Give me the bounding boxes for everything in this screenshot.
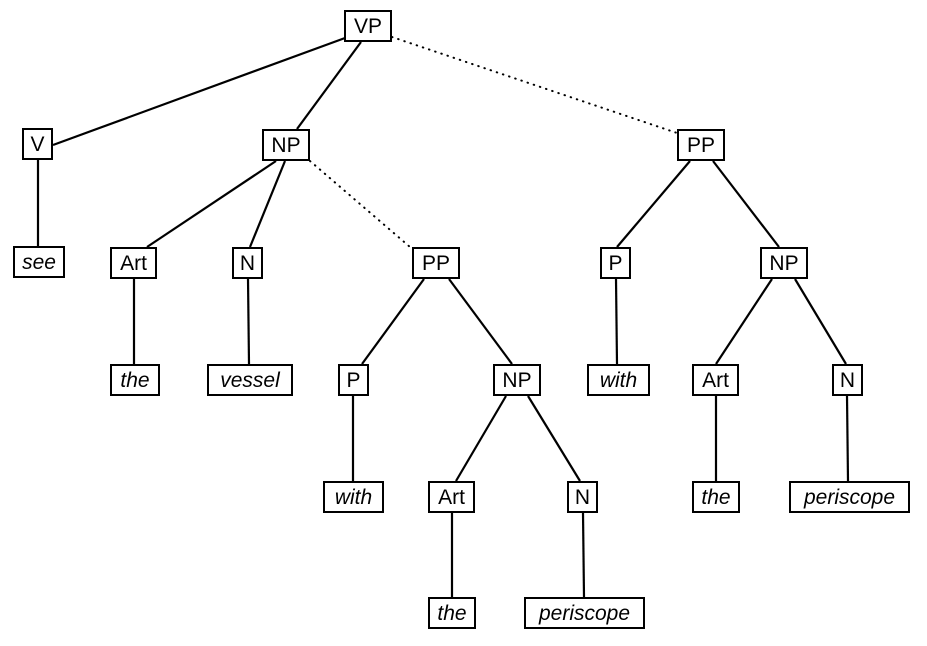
- tree-edge-np1-to-art1: [146, 160, 277, 248]
- tree-node-label: NP: [769, 251, 799, 275]
- tree-node-art1: Art: [110, 247, 157, 279]
- tree-edge-pp_right-to-p_right: [616, 160, 691, 248]
- tree-node-label: P: [346, 368, 361, 392]
- tree-edge-np_right-to-n_right: [794, 278, 847, 365]
- tree-edge-np_mid-to-art_mid: [455, 395, 507, 482]
- tree-node-n_mid: N: [567, 481, 598, 513]
- tree-node-the_mid: the: [428, 597, 476, 629]
- tree-edge-pp_right-to-np_right: [712, 160, 780, 248]
- tree-node-label: N: [239, 251, 256, 275]
- tree-edge-pp_mid-to-p_mid: [361, 278, 425, 365]
- tree-node-label: VP: [353, 14, 382, 38]
- tree-node-label: NP: [271, 133, 301, 157]
- tree-node-label: PP: [686, 133, 715, 157]
- tree-node-label: see: [22, 250, 56, 274]
- tree-node-label: PP: [421, 251, 450, 275]
- tree-edge-n_right-to-peri_right: [845, 395, 850, 482]
- tree-node-peri_mid: periscope: [524, 597, 645, 629]
- tree-edge-vp-to-pp_right: [391, 36, 678, 134]
- tree-node-np_mid: NP: [493, 364, 541, 396]
- tree-node-p_mid: P: [338, 364, 369, 396]
- tree-node-label: Art: [702, 368, 729, 392]
- tree-edge-np_mid-to-n_mid: [527, 395, 581, 482]
- tree-edge-n_mid-to-peri_mid: [581, 512, 586, 598]
- tree-node-n_right: N: [832, 364, 863, 396]
- tree-node-label: periscope: [538, 601, 631, 625]
- tree-edge-np1-to-pp_mid: [309, 160, 411, 248]
- tree-node-peri_right: periscope: [789, 481, 910, 513]
- tree-node-label: V: [30, 132, 45, 156]
- tree-node-pp_mid: PP: [412, 247, 460, 279]
- tree-node-label: with: [334, 485, 373, 509]
- tree-node-label: Art: [120, 251, 147, 275]
- tree-node-label: N: [839, 368, 856, 392]
- tree-node-label: periscope: [803, 485, 896, 509]
- tree-edge-p_right-to-with_right: [614, 278, 619, 365]
- tree-node-v: V: [22, 128, 53, 160]
- tree-node-the_right: the: [692, 481, 740, 513]
- tree-node-label: P: [608, 251, 623, 275]
- tree-edge-n1-to-vessel: [246, 278, 251, 365]
- tree-node-art_mid: Art: [428, 481, 475, 513]
- tree-node-p_right: P: [600, 247, 631, 279]
- tree-node-with_right: with: [587, 364, 650, 396]
- tree-node-label: the: [120, 368, 150, 392]
- tree-node-vp: VP: [344, 10, 392, 42]
- tree-node-label: Art: [438, 485, 465, 509]
- tree-node-pp_right: PP: [677, 129, 725, 161]
- tree-node-label: N: [574, 485, 591, 509]
- tree-node-art_right: Art: [692, 364, 739, 396]
- tree-node-the1: the: [110, 364, 160, 396]
- tree-node-see: see: [13, 246, 65, 278]
- tree-edge-pp_mid-to-np_mid: [448, 278, 513, 365]
- tree-node-vessel: vessel: [207, 364, 293, 396]
- tree-edge-np1-to-n1: [248, 160, 287, 248]
- tree-node-label: NP: [502, 368, 532, 392]
- tree-node-label: the: [701, 485, 731, 509]
- tree-node-np_right: NP: [760, 247, 808, 279]
- tree-node-np1: NP: [262, 129, 310, 161]
- tree-node-label: the: [437, 601, 467, 625]
- tree-node-with_mid: with: [323, 481, 384, 513]
- tree-edge-np_right-to-art_right: [715, 278, 773, 365]
- tree-node-n1: N: [232, 247, 263, 279]
- tree-edge-vp-to-np1: [296, 41, 362, 130]
- tree-node-label: vessel: [220, 368, 280, 392]
- tree-edge-vp-to-v: [52, 36, 346, 147]
- tree-node-label: with: [599, 368, 638, 392]
